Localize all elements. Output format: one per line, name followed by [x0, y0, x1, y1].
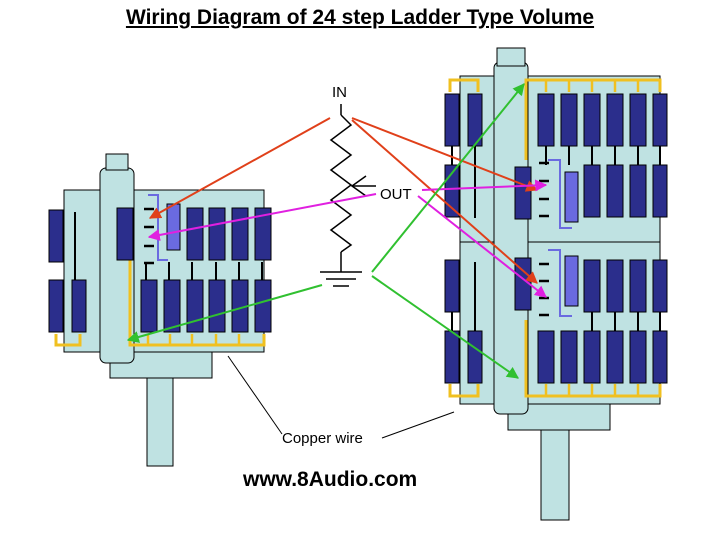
in-arrow-right-lower: [351, 119, 538, 284]
left-leads: [74, 212, 263, 280]
out-arrow-right-upper: [421, 179, 548, 192]
left-resistor-top-row: [48, 207, 272, 263]
left-shaft-cap: [105, 153, 129, 171]
copper-wire-callout-left: [227, 355, 283, 435]
website-text: www.8Audio.com: [243, 468, 418, 491]
copper-wire-callout-right: [381, 411, 455, 439]
out-label: OUT: [380, 186, 412, 203]
out-arrow-left: [147, 193, 377, 241]
in-arrow-left: [148, 117, 331, 219]
left-copper-wire: [128, 258, 266, 347]
ground-icon: [320, 271, 362, 287]
right-upper-resistors: [444, 93, 668, 220]
ground-arrow-right-lower: [371, 275, 519, 379]
left-copper-wire-outer: [54, 334, 82, 347]
right-shaft-cap: [496, 47, 526, 67]
ground-arrow-right-upper: [371, 83, 525, 273]
ground-arrow-left: [126, 284, 323, 343]
left-switch: [48, 153, 272, 467]
right-switch: [444, 47, 668, 521]
left-shaft: [146, 369, 174, 467]
in-label: IN: [332, 84, 347, 101]
right-shaft: [540, 423, 570, 521]
potentiometer-symbol: [320, 104, 376, 287]
left-resistor-bottom-row: [48, 279, 272, 333]
wiper-arrow-icon: [350, 175, 367, 197]
left-wiper-resistor: [166, 203, 181, 251]
in-arrow-right-upper: [351, 117, 539, 192]
resistor-zigzag: [329, 114, 353, 253]
copper-wire-label: Copper wire: [282, 430, 363, 447]
right-leads: [451, 146, 661, 331]
diagram-title: Wiring Diagram of 24 step Ladder Type Vo…: [125, 6, 595, 29]
right-lower-wiper-resistor: [564, 255, 579, 307]
out-arrow-right-lower: [417, 195, 547, 298]
right-upper-wiper-resistor: [564, 171, 579, 223]
